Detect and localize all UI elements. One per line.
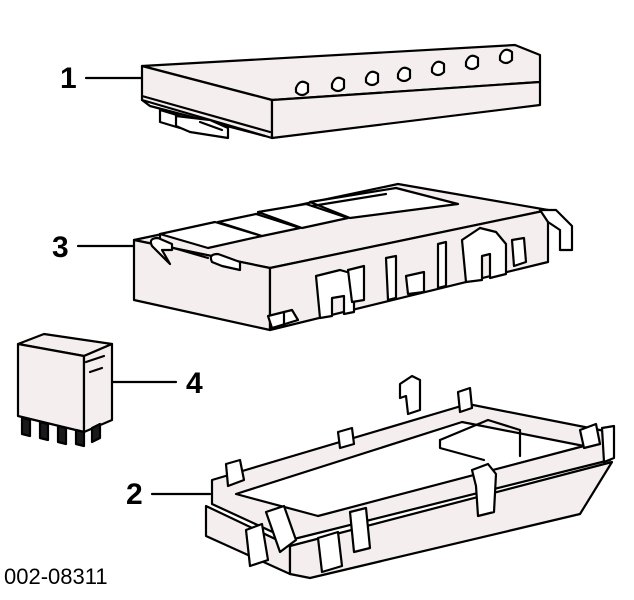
callout-number-3: 3 bbox=[52, 231, 69, 264]
callout-1: 1 bbox=[60, 62, 144, 95]
callout-2: 2 bbox=[126, 478, 212, 511]
callout-4: 4 bbox=[110, 367, 203, 400]
part-1-cover bbox=[140, 43, 542, 140]
cover-tabs bbox=[294, 48, 514, 97]
callout-3: 3 bbox=[52, 231, 136, 264]
callout-number-2: 2 bbox=[126, 478, 143, 511]
callout-number-4: 4 bbox=[186, 367, 203, 400]
part-2-tray bbox=[204, 374, 616, 580]
part-4-relay bbox=[16, 332, 114, 448]
figure-code: 002-08311 bbox=[4, 564, 108, 589]
part-3-relay-center bbox=[132, 182, 574, 332]
callout-number-1: 1 bbox=[60, 62, 77, 95]
